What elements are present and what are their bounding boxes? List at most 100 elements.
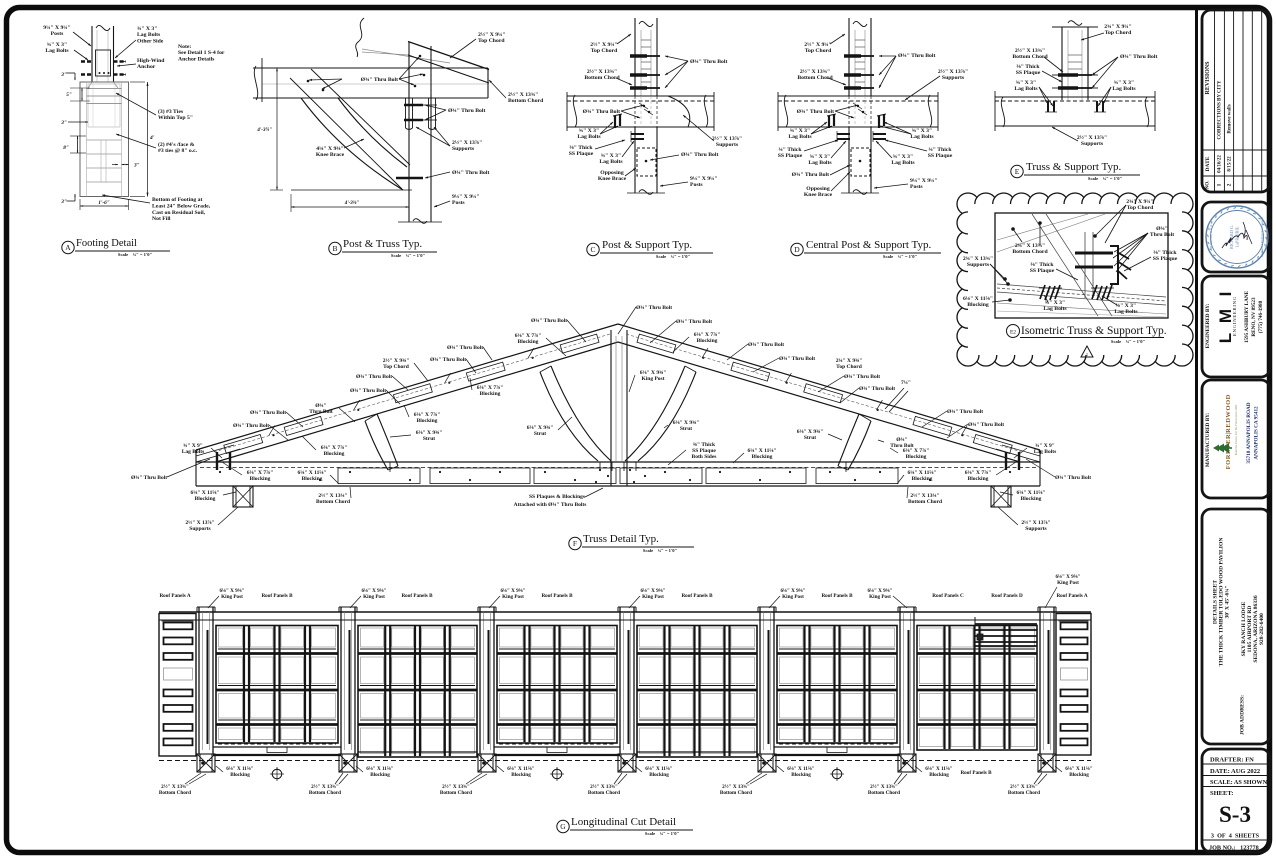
svg-text:3 OF 4 SHEETS: 3 OF 4 SHEETS bbox=[1211, 833, 1260, 840]
svg-text:2¾" X 9¼": 2¾" X 9¼" bbox=[1104, 23, 1132, 30]
svg-text:2½" X 13¾": 2½" X 13¾" bbox=[870, 783, 898, 790]
svg-text:Ø¾" Thru Bolt: Ø¾" Thru Bolt bbox=[448, 107, 485, 114]
svg-text:Strut: Strut bbox=[423, 436, 435, 442]
svg-text:Posts: Posts bbox=[690, 182, 703, 188]
svg-text:M: M bbox=[1216, 309, 1235, 323]
svg-text:⅜" Thick: ⅜" Thick bbox=[1031, 262, 1055, 268]
svg-text:(2) #4's /face &: (2) #4's /face & bbox=[158, 141, 195, 148]
svg-text:SHEET:: SHEET: bbox=[1210, 790, 1233, 797]
svg-text:¾" X 3": ¾" X 3" bbox=[1045, 299, 1065, 306]
svg-text:Supports: Supports bbox=[452, 146, 475, 152]
svg-text:Ø¾" Thru Bolt: Ø¾" Thru Bolt bbox=[131, 474, 167, 481]
svg-text:¾" Thick: ¾" Thick bbox=[929, 146, 953, 153]
svg-text:3": 3" bbox=[60, 72, 67, 78]
svg-text:1'-6": 1'-6" bbox=[98, 200, 110, 206]
svg-text:6⅛" X 9⅜": 6⅛" X 9⅜" bbox=[673, 420, 700, 426]
svg-text:Roof Panels A: Roof Panels A bbox=[159, 593, 190, 599]
svg-text:Anchor Details: Anchor Details bbox=[178, 56, 215, 62]
svg-text:DATE: AUG 2022: DATE: AUG 2022 bbox=[1210, 768, 1260, 775]
svg-text:Bottom Chord: Bottom Chord bbox=[1012, 54, 1048, 60]
svg-text:6⅛" X 9⅜": 6⅛" X 9⅜" bbox=[780, 588, 805, 594]
svg-text:2½" X 9¼": 2½" X 9¼" bbox=[804, 41, 832, 48]
svg-text:Ø¾" Thru Bolt: Ø¾" Thru Bolt bbox=[1055, 474, 1091, 481]
svg-text:6⅛" X 9⅜": 6⅛" X 9⅜" bbox=[640, 370, 667, 376]
svg-text:Bottom Chord: Bottom Chord bbox=[508, 98, 544, 104]
svg-text:SEDONA, ARIZONA 86336: SEDONA, ARIZONA 86336 bbox=[1253, 595, 1259, 662]
svg-text:Blocking: Blocking bbox=[230, 772, 250, 778]
svg-text:E2: E2 bbox=[1010, 330, 1016, 336]
svg-text:Ø¾" Thru Bolt: Ø¾" Thru Bolt bbox=[859, 385, 895, 392]
svg-text:DRAFTER: FN: DRAFTER: FN bbox=[1210, 757, 1254, 764]
svg-text:Roof Panels A: Roof Panels A bbox=[1056, 593, 1087, 599]
svg-text:2½" X 13⅞": 2½" X 13⅞" bbox=[1077, 134, 1107, 141]
svg-text:6⅛" X 11⅝": 6⅛" X 11⅝" bbox=[226, 766, 253, 772]
svg-text:9¼" X 9¼": 9¼" X 9¼" bbox=[43, 25, 71, 31]
svg-text:Blocking: Blocking bbox=[195, 496, 216, 502]
svg-text:F: F bbox=[573, 539, 577, 548]
svg-text:Ø¾" Thru Bolt: Ø¾" Thru Bolt bbox=[250, 409, 286, 416]
svg-text:2¾" X 9¼": 2¾" X 9¼" bbox=[1126, 198, 1154, 205]
svg-text:Bottom Chord: Bottom Chord bbox=[588, 790, 620, 796]
svg-text:Ø¾": Ø¾" bbox=[315, 402, 326, 409]
svg-text:Blocking: Blocking bbox=[912, 476, 933, 482]
svg-text:Ø¾" Thru Bolt: Ø¾" Thru Bolt bbox=[792, 171, 829, 178]
svg-text:Truss & Support Typ.: Truss & Support Typ. bbox=[1026, 161, 1121, 173]
svg-text:Roof Panels B: Roof Panels B bbox=[821, 593, 853, 599]
svg-text:¾" X 3": ¾" X 3" bbox=[810, 153, 830, 160]
svg-text:Blocking: Blocking bbox=[480, 391, 501, 397]
svg-text:6⅛" X 11⅝": 6⅛" X 11⅝" bbox=[787, 766, 814, 772]
svg-text:Longitudinal Cut Detail: Longitudinal Cut Detail bbox=[571, 816, 676, 828]
svg-text:F O R E V E R|R E D W O O D: F O R E V E R|R E D W O O D bbox=[1225, 394, 1232, 469]
svg-text:Within Top 5": Within Top 5" bbox=[158, 115, 193, 121]
svg-text:SS Plaque: SS Plaque bbox=[569, 151, 594, 157]
svg-text:Ø¾" Thru Bolt: Ø¾" Thru Bolt bbox=[1120, 53, 1157, 60]
svg-text:Supports: Supports bbox=[1025, 526, 1046, 532]
svg-text:Bottom Chord: Bottom Chord bbox=[1012, 249, 1048, 255]
svg-text:6⅛" X 11⅝": 6⅛" X 11⅝" bbox=[190, 490, 219, 496]
svg-text:Ø¾" Thru Bolt: Ø¾" Thru Bolt bbox=[797, 108, 834, 115]
svg-text:Cast on Residual Soil,: Cast on Residual Soil, bbox=[152, 210, 206, 216]
svg-text:DATE: DATE bbox=[1205, 156, 1211, 171]
svg-text:Lag Bolts: Lag Bolts bbox=[599, 159, 623, 165]
svg-text:30' X 45'-6¾": 30' X 45'-6¾" bbox=[1224, 585, 1231, 618]
svg-text:Scale ¾" = 1'0": Scale ¾" = 1'0" bbox=[391, 253, 426, 258]
svg-text:SCALE: AS SHOWN: SCALE: AS SHOWN bbox=[1210, 779, 1268, 786]
svg-text:Posts: Posts bbox=[51, 31, 64, 37]
svg-text:Roof Panels B: Roof Panels B bbox=[681, 593, 713, 599]
svg-text:8": 8" bbox=[63, 145, 69, 151]
svg-text:3": 3" bbox=[60, 120, 67, 126]
svg-text:8/15/22: 8/15/22 bbox=[1228, 156, 1233, 172]
svg-text:2½" X 13⅞": 2½" X 13⅞" bbox=[185, 519, 214, 526]
svg-text:ENGINEERING: ENGINEERING bbox=[1232, 296, 1237, 336]
svg-text:DETAILS SHEET: DETAILS SHEET bbox=[1213, 580, 1219, 624]
svg-text:SS Plaque: SS Plaque bbox=[692, 448, 716, 454]
svg-text:Blocking: Blocking bbox=[302, 476, 323, 482]
svg-text:Ø¾" Thru Bolt: Ø¾" Thru Bolt bbox=[676, 318, 712, 325]
svg-text:1595 ASHBURY LANE: 1595 ASHBURY LANE bbox=[1244, 290, 1250, 343]
svg-text:Registered Professional Engine: Registered Professional Engineer bbox=[1260, 217, 1264, 257]
svg-text:(775) 746-1980: (775) 746-1980 bbox=[1257, 300, 1264, 333]
svg-text:6⅛" X 11⅝": 6⅛" X 11⅝" bbox=[366, 766, 393, 772]
svg-text:Thru Bolt: Thru Bolt bbox=[1150, 232, 1174, 238]
svg-text:SS Plaque: SS Plaque bbox=[1016, 70, 1041, 76]
svg-text:4⅛" X 9⅜": 4⅛" X 9⅜" bbox=[316, 146, 344, 152]
svg-text:#3 ties @ 8" o.c.: #3 ties @ 8" o.c. bbox=[158, 148, 198, 154]
svg-text:6⅛" X 7⅞": 6⅛" X 7⅞" bbox=[694, 332, 721, 338]
svg-text:⅜" Thick: ⅜" Thick bbox=[1017, 64, 1041, 70]
svg-text:Lag Bolts: Lag Bolts bbox=[1043, 306, 1067, 312]
svg-text:7¼": 7¼" bbox=[901, 380, 911, 386]
svg-text:¾" X 3": ¾" X 3" bbox=[912, 127, 932, 134]
svg-text:RENO, NV 89523: RENO, NV 89523 bbox=[1251, 297, 1257, 337]
svg-text:Ø¾" Thru Bolt: Ø¾" Thru Bolt bbox=[452, 169, 489, 176]
svg-text:04/16/22: 04/16/22 bbox=[1218, 155, 1223, 173]
svg-text:Roof Panels D: Roof Panels D bbox=[991, 593, 1023, 599]
svg-text:JOB ADDRESS:: JOB ADDRESS: bbox=[1240, 695, 1246, 735]
svg-text:2½" X 13¾": 2½" X 13¾" bbox=[1015, 47, 1045, 54]
svg-text:Blocking: Blocking bbox=[1021, 496, 1042, 502]
svg-text:2½" X 13¾": 2½" X 13¾" bbox=[722, 783, 750, 790]
svg-text:Blocking: Blocking bbox=[250, 476, 271, 482]
svg-text:ENGINEERED BY:: ENGINEERED BY: bbox=[1205, 303, 1211, 348]
svg-text:2½" X 13¾": 2½" X 13¾" bbox=[311, 783, 339, 790]
svg-text:D: D bbox=[794, 245, 800, 254]
svg-text:Ø¾": Ø¾" bbox=[1156, 225, 1168, 232]
